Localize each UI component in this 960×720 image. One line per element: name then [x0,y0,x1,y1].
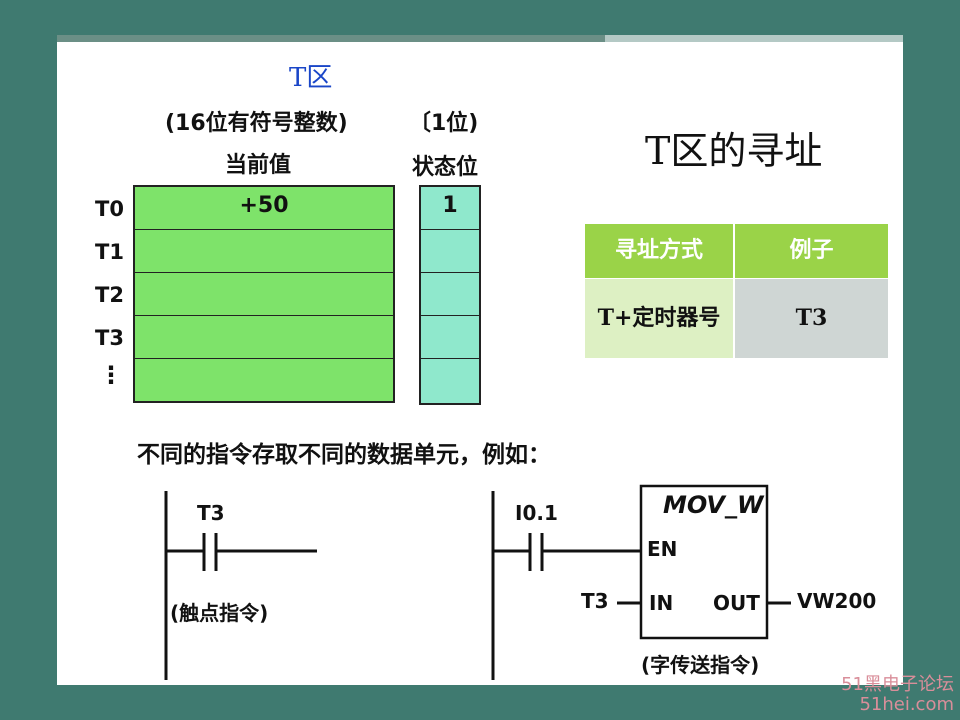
description-sentence: 不同的指令存取不同的数据单元，例如： [137,442,551,468]
t-area-title: T区 [289,63,333,93]
status-bit-table: 1 [419,185,481,405]
current-value-label: 当前值 [225,153,292,178]
table-row [135,316,393,359]
status-bit-label: 状态位 [412,155,479,180]
ladder1-contact-label: T3 [197,501,225,525]
slide-top-bar-right [605,35,903,42]
slide-top-bar [57,35,605,42]
slide: T区 (16位有符号整数) 〔1位) 当前值 状态位 T区的寻址 T0 T1 T… [57,35,903,685]
table-row [135,359,393,402]
mov-w-title: MOV_W [663,491,764,519]
row-label-t0: T0 [95,197,124,221]
row-label-t2: T2 [95,283,124,307]
current-value-t0: +50 [239,193,289,218]
cell-addressing-mode: T+定时器号 [585,279,733,358]
watermark-line2: 51hei.com [859,694,954,715]
table-row [135,230,393,273]
ladder1-caption: (触点指令) [170,601,269,625]
table-row [421,230,479,273]
in-pin-label: IN [649,591,674,615]
table-row [421,359,479,402]
heading: T区的寻址 [645,129,823,173]
row-label-t3: T3 [95,326,124,350]
mov-w-box [639,484,769,640]
status-bit-type-label: 〔1位) [409,111,479,136]
table-row: +50 [135,187,393,230]
ladder2-contact-label: I0.1 [515,501,558,525]
in-operand: T3 [581,589,609,613]
row-label-more: ⋮ [99,361,123,389]
header-example: 例子 [735,224,888,278]
watermark-line1: 51黑电子论坛 [841,674,954,695]
out-operand: VW200 [797,589,877,613]
current-value-table: +50 [133,185,395,403]
current-value-type-label: (16位有符号整数) [165,111,348,136]
table-row [421,273,479,316]
ladder2-caption: (字传送指令) [641,653,760,677]
ladder-diagrams [164,484,791,680]
table-row [421,316,479,359]
status-bit-t0: 1 [442,193,458,218]
table-row: 1 [421,187,479,230]
row-label-t1: T1 [95,240,124,264]
en-pin-label: EN [647,537,678,561]
addressing-table: 寻址方式 例子 T+定时器号 T3 [585,224,888,358]
header-addressing-mode: 寻址方式 [585,224,733,278]
table-row [135,273,393,316]
out-pin-label: OUT [713,591,760,615]
cell-example: T3 [735,279,888,358]
